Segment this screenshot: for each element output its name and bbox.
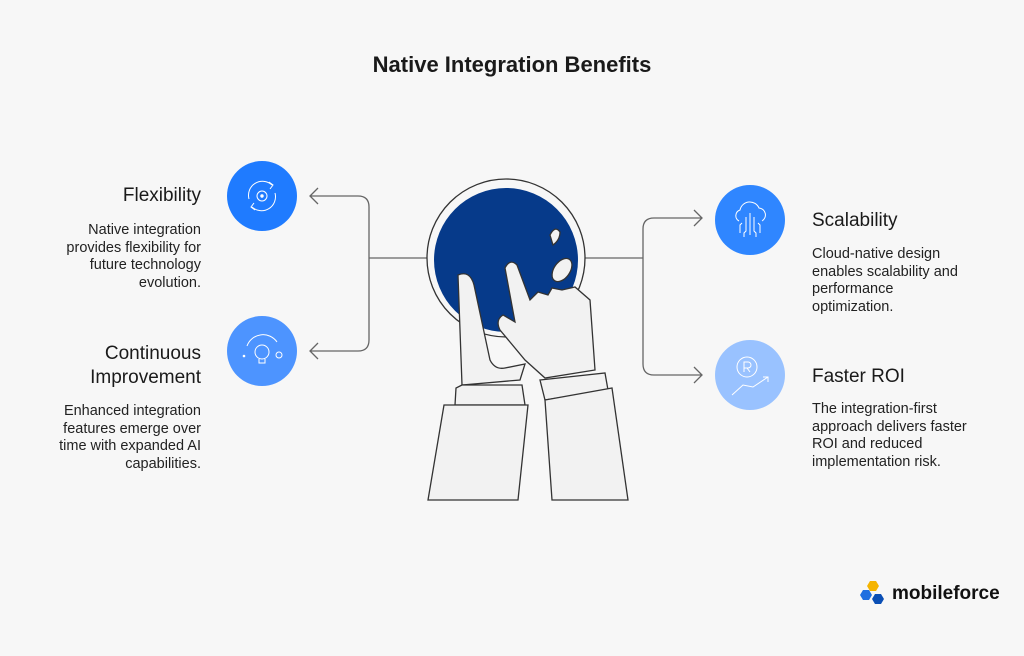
benefit-text-faster-roi: The integration-first approach delivers …	[812, 401, 967, 470]
benefit-heading-faster-roi: Faster ROI	[812, 366, 905, 387]
brand-name: mobileforce	[892, 583, 1000, 604]
lightbulb-icon	[227, 316, 297, 386]
brand-logo: mobileforce	[858, 580, 1000, 608]
benefit-text-continuous-improvement: Enhanced integration features emerge ove…	[59, 403, 201, 472]
gear-cycle-icon	[227, 161, 297, 231]
mobileforce-logo-icon	[860, 581, 884, 604]
benefit-heading-scalability: Scalability	[812, 210, 898, 231]
benefit-heading-continuous-improvement: Continuous Improvement	[90, 343, 201, 388]
roi-growth-icon	[715, 340, 785, 410]
benefit-text-scalability: Cloud-native design enables scalability …	[812, 246, 958, 315]
page-title: Native Integration Benefits	[372, 52, 652, 77]
hands-holding-globe-illustration	[426, 178, 629, 501]
cloud-circuit-icon	[715, 185, 785, 255]
benefit-heading-flexibility: Flexibility	[122, 185, 201, 206]
benefit-text-flexibility: Native integration provides flexibility …	[66, 222, 201, 291]
